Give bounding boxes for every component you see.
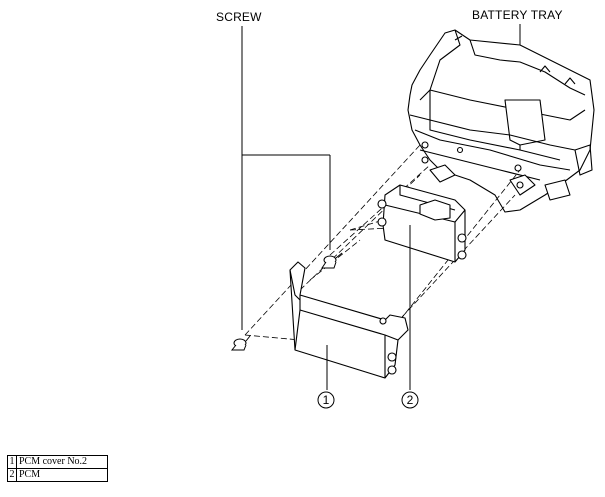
legend-part-name: PCM cover No.2: [16, 455, 108, 469]
screw-lower: [230, 335, 251, 351]
battery-tray-callout-label: BATTERY TRAY: [472, 8, 563, 22]
marker-1-number: 1: [323, 393, 330, 407]
legend-number: 2: [7, 468, 17, 482]
parts-legend-table: 1 PCM cover No.2 2 PCM: [7, 455, 108, 482]
screw-callout-label: SCREW: [216, 10, 262, 24]
legend-row: 2 PCM: [7, 468, 108, 482]
screw-upper: [321, 252, 343, 269]
legend-part-name: PCM: [16, 468, 108, 482]
marker-1: 1: [317, 391, 335, 409]
screw-leader-lines: [241, 26, 331, 330]
legend-number: 1: [7, 455, 17, 469]
marker-2-number: 2: [407, 393, 414, 407]
marker-leader-lines: [326, 225, 411, 390]
marker-2: 2: [401, 391, 419, 409]
battery-tray: [407, 29, 595, 213]
pcm-cover-no2: [289, 261, 409, 379]
legend-row: 1 PCM cover No.2: [7, 455, 108, 469]
pcm-module: [377, 184, 467, 263]
